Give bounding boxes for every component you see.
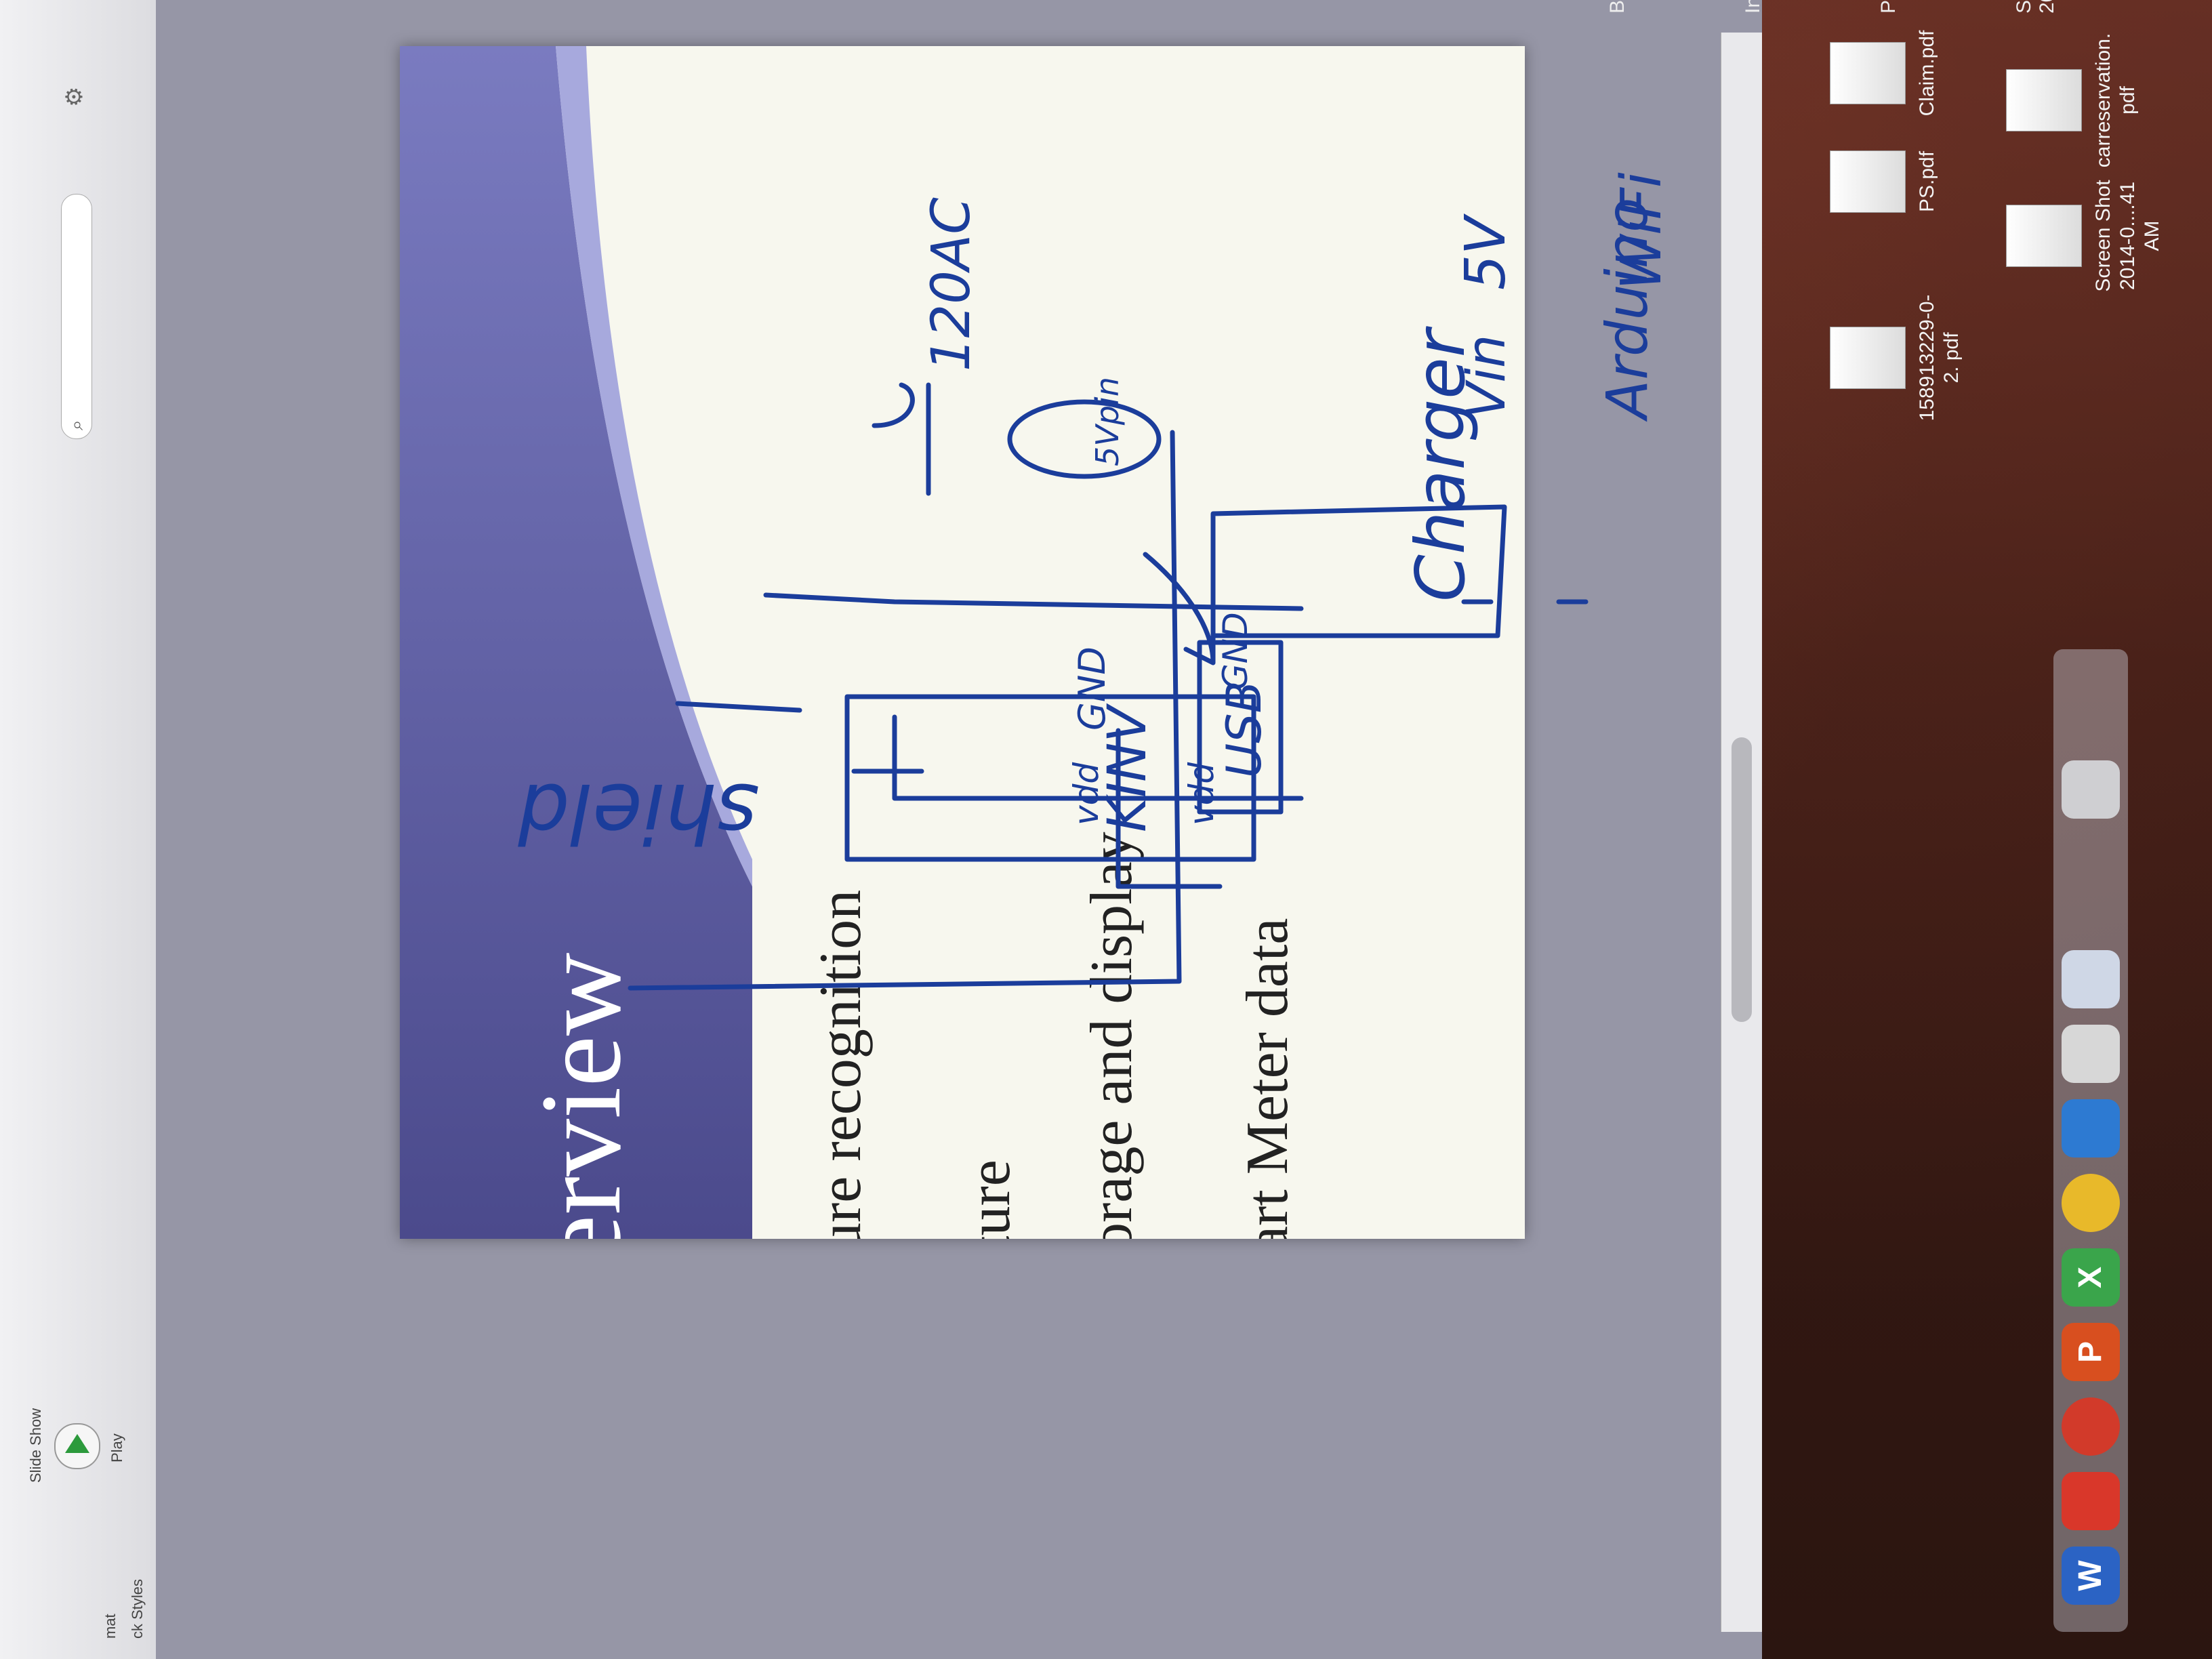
acrobat-icon[interactable] <box>2062 1472 2120 1530</box>
bus-wire <box>763 592 1304 611</box>
styles-label[interactable]: ck Styles <box>129 1578 146 1639</box>
charger-box <box>1210 504 1507 638</box>
trash-icon[interactable] <box>2062 760 2120 819</box>
kinv-box <box>844 694 1256 862</box>
label-vin: Vin <box>1456 335 1517 419</box>
label-vdd-1: vdd <box>1067 762 1106 825</box>
label-gnd-left: GND <box>1216 612 1255 690</box>
file-label[interactable]: BlueToothUSB <box>1606 0 1629 14</box>
play-button[interactable] <box>54 1423 100 1469</box>
fivev-pin-circle <box>1007 399 1162 479</box>
format-label[interactable]: mat <box>102 1614 119 1639</box>
desktop-icons-column: BlueToothUSB Insurance.pdf PwrStripFcn.p… <box>1559 0 2209 515</box>
gear-icon[interactable]: ⚙ <box>62 86 87 107</box>
powerpoint-icon[interactable]: P <box>2062 1323 2120 1381</box>
script-icon[interactable] <box>2062 950 2120 1008</box>
play-label: Play <box>108 1433 125 1462</box>
handwriting-layer: shield GND vdd vdd GND USB KINV Charger … <box>518 172 1674 991</box>
label-shield: shield <box>518 765 759 859</box>
usb-box <box>1197 640 1284 815</box>
label-fivev-pin: 5Vpin <box>1089 377 1126 466</box>
search-field[interactable]: ⌕ <box>61 194 92 439</box>
slide-canvas: erview ure recognition ture orage and di… <box>156 0 1762 1659</box>
slide-banner <box>400 46 752 1239</box>
shield-underline <box>675 701 802 713</box>
teamviewer-icon[interactable] <box>2062 1099 2120 1158</box>
toolbar: mat ck Styles Slide Show Play ⌕ ⚙ <box>0 0 157 1659</box>
label-usb: USB <box>1216 680 1272 778</box>
file-label[interactable]: Insurance.pdf <box>1742 0 1765 14</box>
ac-squiggle <box>872 382 915 428</box>
slide-show-label: Slide Show <box>27 1408 44 1483</box>
label-kinv: KINV <box>1097 703 1158 832</box>
label-fivev: 5V <box>1454 213 1518 290</box>
lastfm-icon[interactable] <box>2062 1397 2120 1456</box>
dock: W P X <box>2053 649 2128 1632</box>
play-icon <box>65 1434 89 1453</box>
search-icon: ⌕ <box>66 419 87 430</box>
excel-icon[interactable]: X <box>2062 1248 2120 1307</box>
presentation-window: mat ck Styles Slide Show Play ⌕ ⚙ <box>0 0 1762 1659</box>
shield-outline <box>628 430 1182 991</box>
file-label[interactable]: Screen Shot 2014-0....52 PM <box>2013 0 2059 14</box>
label-vdd-2: vdd <box>1182 762 1221 825</box>
vdd-wire-1 <box>1115 728 1223 889</box>
slide: erview ure recognition ture orage and di… <box>400 46 1525 1239</box>
label-gnd-top: GND <box>1071 647 1113 731</box>
file-label[interactable]: PwrStripFcn.py <box>1877 0 1900 14</box>
label-arduino: Arduino <box>1594 197 1660 422</box>
gnd-wire <box>892 714 1304 801</box>
label-ac: 120AC <box>921 197 982 371</box>
word-icon[interactable]: W <box>2062 1547 2120 1605</box>
charger-arrow <box>1143 552 1216 665</box>
label-charger: Charger <box>1401 325 1480 602</box>
scrollbar-thumb[interactable] <box>1732 737 1752 1022</box>
label-wifi: WiFi <box>1610 172 1674 290</box>
cyberduck-icon[interactable] <box>2062 1174 2120 1232</box>
preview-icon[interactable] <box>2062 1025 2120 1083</box>
